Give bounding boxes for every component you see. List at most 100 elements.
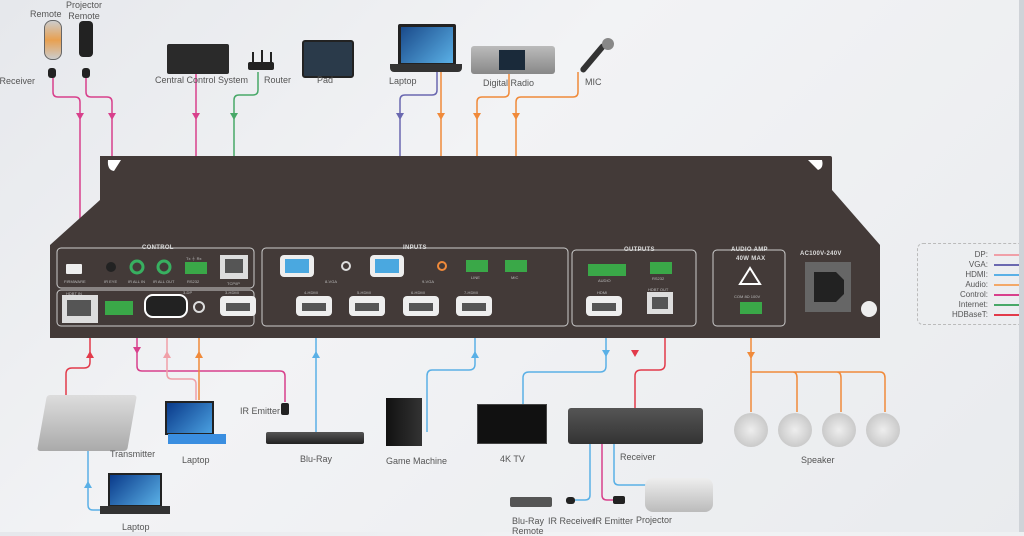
hdmi4-label: 4-HDMI xyxy=(304,290,318,295)
legend-label: HDBaseT: xyxy=(951,310,988,319)
wire-rx-iremitter xyxy=(601,440,615,501)
outputs-section-label: OUTPUTS xyxy=(624,247,655,253)
router-device xyxy=(248,62,274,70)
legend-label: DP: xyxy=(974,250,988,259)
legend-line xyxy=(994,314,1024,316)
hdmi-out-label: HDMI xyxy=(597,290,608,295)
vga8-label: 8-VGA xyxy=(325,279,338,284)
wire-rx-irreceiver xyxy=(575,440,591,501)
ir-eye-label: IR EYE xyxy=(104,279,118,284)
wire-tv-hdmi xyxy=(522,305,607,405)
transmitter-label: Transmitter xyxy=(110,449,156,459)
wire-hdbt-in xyxy=(65,320,91,400)
laptop-bottom-device xyxy=(108,473,162,507)
speaker-label: Speaker xyxy=(801,455,835,465)
wire-dp xyxy=(166,320,197,400)
digital-radio-label: Digital Radio xyxy=(483,78,535,88)
laptop-top-base xyxy=(390,64,462,72)
tcpip-label: TCP/IP xyxy=(227,281,240,286)
projector-remote-device xyxy=(79,21,93,57)
wire-projector-remote-ir xyxy=(85,78,113,262)
legend-line xyxy=(994,254,1024,256)
legend-line xyxy=(994,304,1024,306)
legend-line xyxy=(994,264,1024,266)
inputs-section-label: INPUTS xyxy=(403,245,427,251)
mic-port-label: MIC xyxy=(511,275,519,280)
hdmi5-label: 5-HDMI xyxy=(357,290,371,295)
amp-terms-label: COM 8Ω 100V xyxy=(734,294,761,299)
game-machine-device xyxy=(386,398,422,446)
rs232-label: RS232 xyxy=(187,279,200,284)
laptop-top-device xyxy=(398,24,456,66)
mic-label: MIC xyxy=(585,77,602,87)
ir-receiver2-label: IR Receiver xyxy=(548,516,596,526)
line-label: LINE xyxy=(471,275,480,280)
ir-receiver-label: IR Receiver xyxy=(0,76,36,86)
receiver-device xyxy=(568,408,703,444)
speaker-3 xyxy=(822,413,856,447)
hdmi7-label: 7-HDMI xyxy=(464,290,478,295)
legend: DP:VGA:HDMI:Audio:Control:Internet:HDBas… xyxy=(917,243,1024,325)
amp-power-label: 40W MAX xyxy=(736,256,766,262)
legend-label: VGA: xyxy=(968,260,988,269)
ir-receiver-icon xyxy=(48,68,56,78)
ir-emitter2-device xyxy=(613,496,625,504)
ir-emitter2-label: IR Emitter xyxy=(593,516,634,526)
control-section-label: CONTROL xyxy=(142,245,174,251)
wire-mic xyxy=(515,72,579,262)
wire-transmitter-laptop xyxy=(87,430,108,511)
router-antenna xyxy=(252,52,254,62)
legend-label: Internet: xyxy=(958,300,988,309)
legend-label: Control: xyxy=(959,290,988,299)
remote-label: Remote xyxy=(30,9,62,19)
receiver-label: Receiver xyxy=(620,452,656,462)
window-edge xyxy=(1019,0,1024,532)
hdbt-in-label: HDBT IN xyxy=(66,291,82,296)
hdbt-out-label: HDBT OUT xyxy=(648,287,669,292)
laptop-surface-device xyxy=(165,401,214,435)
bluray-label: Blu-Ray xyxy=(300,454,333,464)
power-label: AC100V-240V xyxy=(800,251,842,257)
hdmi6-label: 6-HDMI xyxy=(411,290,425,295)
wire-router xyxy=(233,72,259,262)
audio-out-label: AUDIO xyxy=(598,278,611,283)
router-antenna xyxy=(261,50,263,62)
pad-label: Pad xyxy=(317,75,334,85)
speaker-4 xyxy=(866,413,900,447)
bluray-device xyxy=(266,432,364,444)
central-control-label: Central Control System xyxy=(155,75,249,85)
tv-label: 4K TV xyxy=(500,454,525,464)
laptop-surface-label: Laptop xyxy=(182,455,210,465)
speaker-1 xyxy=(734,413,768,447)
bluray-remote-device xyxy=(510,497,552,507)
wire-hdbt-out xyxy=(634,305,666,440)
transmitter-device xyxy=(37,395,137,451)
projector-device xyxy=(645,478,713,512)
dp-label: 3-DP xyxy=(183,290,193,295)
ir-all-out-label: IR ALL OUT xyxy=(153,279,175,284)
ir-receiver2-device xyxy=(566,497,575,504)
projector-label: Projector xyxy=(636,515,673,525)
laptop-surface-keyboard xyxy=(168,434,226,444)
ir-emitter-icon xyxy=(281,403,289,415)
wire-ir-receiver xyxy=(52,78,81,262)
laptop-bottom-base xyxy=(100,506,170,514)
remote-device xyxy=(44,20,62,60)
txrx-label: Tx ⏚ Rx xyxy=(186,256,202,261)
laptop-bottom-label: Laptop xyxy=(122,522,150,532)
pad-device xyxy=(302,40,354,78)
ir-all-in-label: IR ALL IN xyxy=(128,279,145,284)
wire-rx-projector xyxy=(613,440,650,486)
ir-receiver2-icon xyxy=(82,68,90,78)
firmware-label: FIRMWARE xyxy=(64,279,86,284)
rs232-out-label: RS232 xyxy=(652,276,665,281)
tv-device xyxy=(477,404,547,444)
wire-speaker-bus xyxy=(751,371,886,412)
legend-line xyxy=(994,294,1024,296)
vga9-label: 9-VGA xyxy=(422,279,435,284)
hdmi3-label: 3-HDMI xyxy=(225,290,239,295)
router-label: Router xyxy=(264,75,292,85)
radio-screen xyxy=(499,50,525,70)
